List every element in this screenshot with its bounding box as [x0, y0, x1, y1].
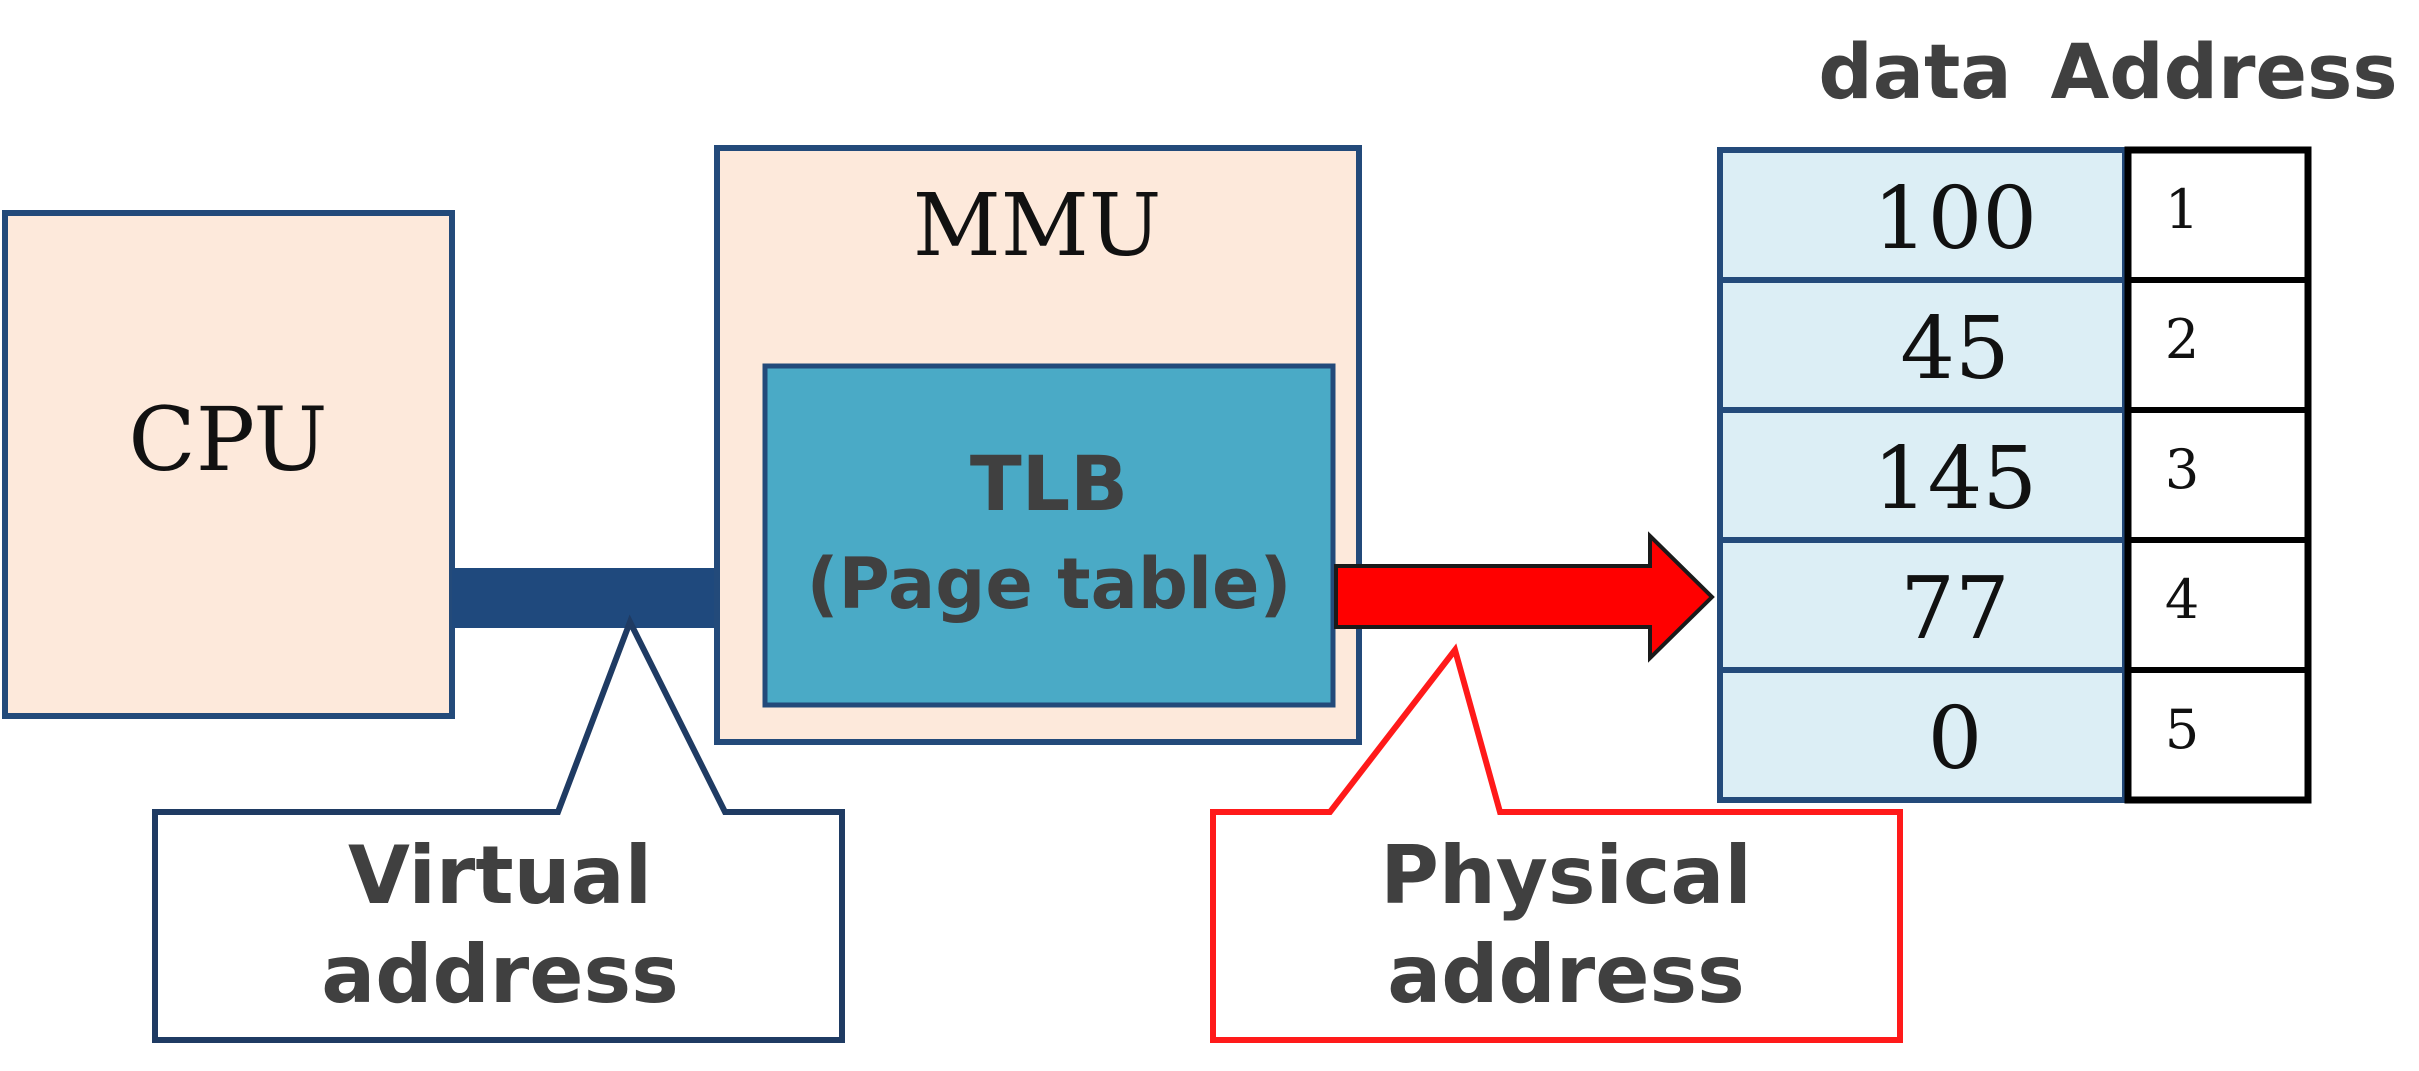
memory-address-value: 3 — [2165, 438, 2199, 501]
physical-address-label-line1: Physical — [1380, 829, 1752, 922]
mmu-label: MMU — [913, 176, 1162, 276]
memory-address-value: 1 — [2165, 178, 2199, 241]
virtual-address-label-line2: address — [321, 928, 678, 1021]
memory-data-column — [1717, 147, 2128, 803]
cpu-box — [2, 210, 455, 719]
memory-address-value: 2 — [2165, 308, 2199, 371]
memory-data-value: 45 — [1900, 299, 2009, 399]
virtual-address-bus — [452, 568, 765, 628]
memory-data-value: 0 — [1928, 689, 1983, 789]
physical-address-label-line2: address — [1387, 928, 1744, 1021]
physical-address-arrow — [1334, 531, 1715, 663]
memory-table: 100 1 45 2 145 3 77 4 0 5 — [1717, 146, 2312, 804]
memory-data-value: 77 — [1900, 559, 2009, 659]
tlb-box — [762, 363, 1336, 708]
memory-address-value: 4 — [2165, 568, 2199, 631]
memory-address-value: 5 — [2165, 698, 2199, 761]
virtual-address-label-line1: Virtual — [348, 829, 652, 922]
cpu-label: CPU — [128, 388, 327, 491]
cpu-block: CPU — [2, 210, 455, 719]
data-column-header: data — [1818, 27, 2011, 116]
memory-data-value: 100 — [1873, 169, 2037, 269]
page-table-label: (Page table) — [807, 543, 1292, 625]
mmu-block: MMU TLB (Page table) — [714, 145, 1362, 745]
physical-address-callout: Physical address — [1210, 643, 1903, 1043]
memory-address-column — [2124, 146, 2312, 804]
memory-data-value: 145 — [1873, 429, 2037, 529]
tlb-label: TLB — [970, 439, 1128, 528]
physical-address-callout-shape — [1210, 643, 1903, 1043]
virtual-address-callout-shape — [152, 614, 845, 1043]
address-column-header: Address — [2050, 27, 2397, 116]
virtual-address-callout: Virtual address — [152, 614, 845, 1043]
